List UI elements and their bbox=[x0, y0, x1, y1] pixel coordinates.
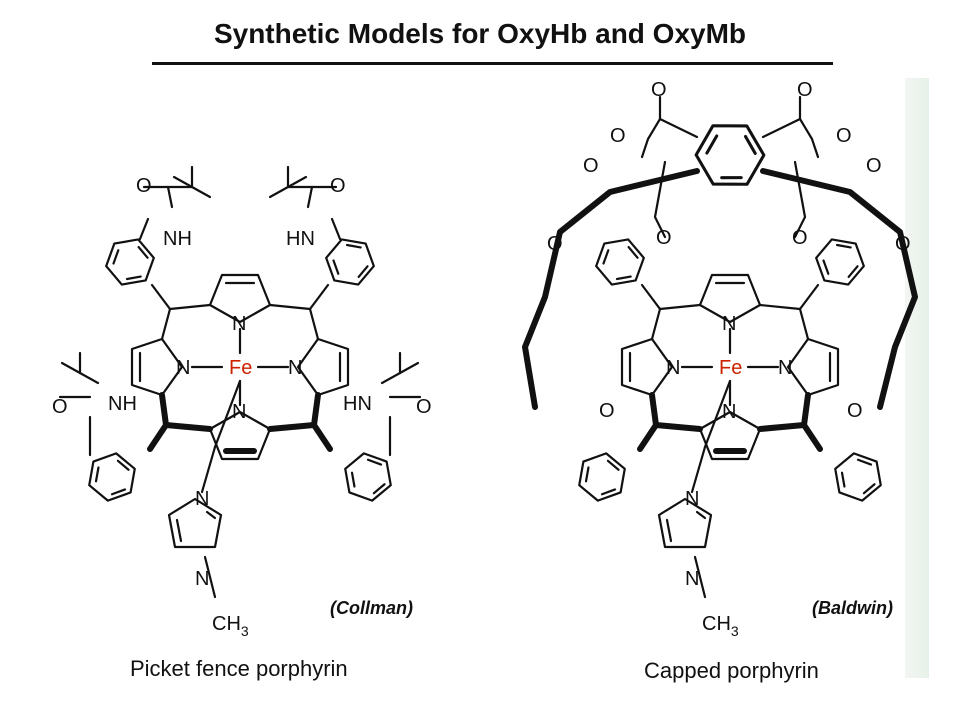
right-n-left: N bbox=[666, 357, 680, 379]
right-o-aryl-2: O bbox=[847, 400, 863, 422]
scan-edge-decoration bbox=[905, 78, 929, 678]
right-n-top: N bbox=[722, 313, 736, 335]
right-imid-n1: N bbox=[685, 488, 699, 510]
left-n-left: N bbox=[176, 357, 190, 379]
right-o-cap-1: O bbox=[651, 79, 667, 101]
right-o-tether-2: O bbox=[895, 233, 911, 255]
page-title: Synthetic Models for OxyHb and OxyMb bbox=[213, 18, 747, 49]
right-o-ether-2: O bbox=[792, 227, 808, 249]
left-o-4: O bbox=[416, 396, 432, 418]
left-imid-n1: N bbox=[195, 488, 209, 510]
right-o-tether-1: O bbox=[547, 233, 563, 255]
left-imid-n2: N bbox=[195, 568, 209, 590]
right-n-bottom: N bbox=[722, 401, 736, 423]
left-n-top: N bbox=[232, 313, 246, 335]
left-nh-lower: NH bbox=[108, 393, 137, 415]
capped-porphyrin bbox=[522, 95, 918, 599]
right-n-right: N bbox=[778, 357, 792, 379]
left-ch3: CH3 bbox=[212, 613, 249, 639]
left-o-1: O bbox=[136, 175, 152, 197]
right-ch3: CH3 bbox=[702, 613, 739, 639]
right-o-ring-2: O bbox=[836, 125, 852, 147]
title-underline bbox=[152, 62, 833, 65]
left-author: (Collman) bbox=[330, 598, 413, 618]
left-o-3: O bbox=[52, 396, 68, 418]
right-o-ring-1: O bbox=[610, 125, 626, 147]
left-hn-lower: HN bbox=[343, 393, 372, 415]
left-caption: Picket fence porphyrin bbox=[130, 656, 348, 681]
right-o-carbonyl-2: O bbox=[866, 155, 882, 177]
right-o-ether-1: O bbox=[656, 227, 672, 249]
left-fe-label: Fe bbox=[229, 357, 252, 379]
right-author: (Baldwin) bbox=[812, 598, 893, 618]
right-o-aryl-1: O bbox=[599, 400, 615, 422]
left-o-2: O bbox=[330, 175, 346, 197]
right-imid-n2: N bbox=[685, 568, 699, 590]
left-nh-upper: NH bbox=[163, 228, 192, 250]
left-n-bottom: N bbox=[232, 401, 246, 423]
right-o-cap-2: O bbox=[797, 79, 813, 101]
left-n-right: N bbox=[288, 357, 302, 379]
right-o-carbonyl-1: O bbox=[583, 155, 599, 177]
right-fe-label: Fe bbox=[719, 357, 742, 379]
right-caption: Capped porphyrin bbox=[644, 658, 819, 683]
picket-fence-porphyrin bbox=[58, 165, 422, 599]
left-hn-upper: HN bbox=[286, 228, 315, 250]
